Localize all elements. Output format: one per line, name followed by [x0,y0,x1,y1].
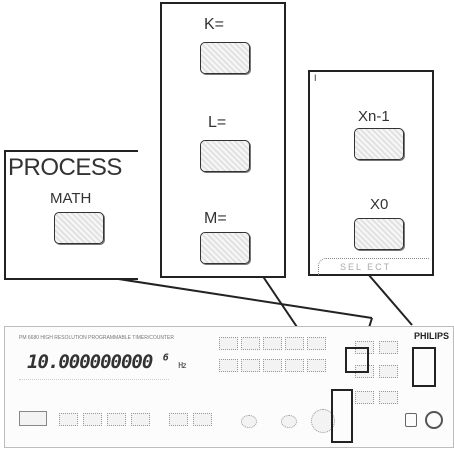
constants-keys-highlight [331,389,353,443]
leader-process [112,278,372,318]
display-readout: 10.000000000 6 Hz [27,351,186,373]
process-title: PROCESS [8,154,122,182]
l-label: L= [208,114,226,132]
math-key[interactable] [54,212,104,244]
l-key[interactable] [200,140,250,172]
input-connectors [405,407,445,437]
instrument-front-panel: PM 6680 HIGH RESOLUTION PROGRAMMABLE TIM… [4,326,454,448]
brand-label: PHILIPS [414,331,449,341]
x-recall-keys-highlight [412,347,436,387]
m-label: M= [204,210,227,228]
math-key-highlight [345,347,369,373]
x0-key[interactable] [354,218,404,250]
select-footer: SEL ECT [340,262,391,272]
lower-key-row [19,399,349,439]
display-exponent: 6 [163,353,168,364]
xn-1-key[interactable] [354,128,404,160]
x-recall-zoom-panel: I Xn-1 X0 SEL ECT [308,70,434,276]
panel-corner-mark: I [314,73,317,83]
k-label: K= [204,16,224,34]
upper-key-cluster [219,337,339,387]
display-value: 10.000000000 [27,351,152,373]
leader-x-recall [368,274,412,325]
model-line: PM 6680 HIGH RESOLUTION PROGRAMMABLE TIM… [19,335,174,341]
math-label: MATH [50,190,91,207]
x0-label: X0 [370,196,388,213]
constants-zoom-panel: K= L= M= [160,2,286,278]
display-unit: Hz [178,361,186,370]
m-key[interactable] [200,232,250,264]
process-zoom-panel: PROCESS MATH [4,150,138,280]
k-key[interactable] [200,42,250,74]
xn-1-label: Xn-1 [358,108,390,125]
display-caption [19,379,169,390]
